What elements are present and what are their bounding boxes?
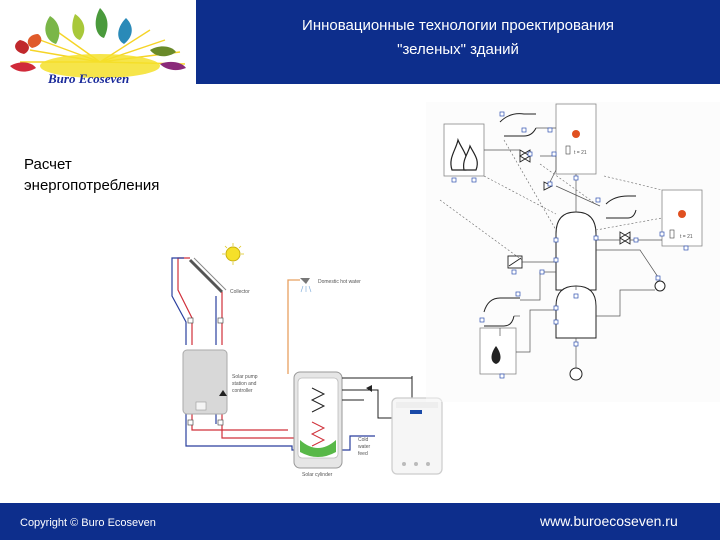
cold-feed-label-line-1: Cold [358,437,369,443]
solar-cylinder-label: Solar cylinder [302,472,333,478]
sun-icon [222,243,244,265]
gas-boiler [391,397,443,475]
logo-text: Buro Ecoseven [48,71,130,86]
pump-arrow-icon [366,385,372,392]
solar-collector [188,257,227,294]
storage-tank-1 [555,211,597,291]
copyright-text: Copyright © Buro Ecoseven [20,517,156,529]
solar-heating-diagram: Collector Domestic hot water [171,243,443,478]
temp-readout-2: t = 21 [680,234,693,240]
water-drop-block [479,327,517,375]
solar-pump-label-line-3: controller [232,388,253,394]
page-title: Инновационные технологии проектирования … [196,14,720,62]
temp-readout-1: t = 21 [574,150,587,156]
energy-model-diagram: t = 21 t = 21 [426,102,720,402]
company-logo[interactable]: Buro Ecoseven [0,0,196,86]
slide-subtitle-line-1: Расчет [24,156,72,173]
solar-pump-label-line-1: Solar pump [232,374,258,380]
website-link[interactable]: www.buroecoseven.ru [540,513,678,529]
system-diagrams: Collector Domestic hot water [171,102,720,478]
header-bar: Инновационные технологии проектирования … [196,0,720,84]
pump-icon [569,367,583,381]
pump-icon-2 [654,280,666,292]
cold-feed-label-line-2: water [358,444,371,450]
footer-bar: Copyright © Buro Ecoseven www.buroecosev… [0,503,720,540]
controller-panel-2: t = 21 [661,189,703,247]
hot-water-pipe [287,279,300,374]
flame-block [443,123,485,177]
cold-feed-label-line-3: feed [358,451,368,457]
shower-icon [300,278,312,293]
storage-tank-2 [555,285,597,339]
collector-label: Collector [230,289,250,295]
page-title-line-2: "зеленых" зданий [397,41,519,58]
slide-subtitle-line-2: энергопотребления [24,177,160,194]
solar-pump-station [182,349,228,415]
page-title-line-1: Инновационные технологии проектирования [302,17,614,34]
logo-leaves-icon [10,8,186,78]
slide-subtitle: Расчет энергопотребления [24,154,159,196]
domestic-hot-water-label: Domestic hot water [318,279,361,285]
solar-cylinder [293,371,343,469]
controller-panel-1: t = 21 [555,103,597,175]
solar-pump-label-line-2: station and [232,381,257,387]
